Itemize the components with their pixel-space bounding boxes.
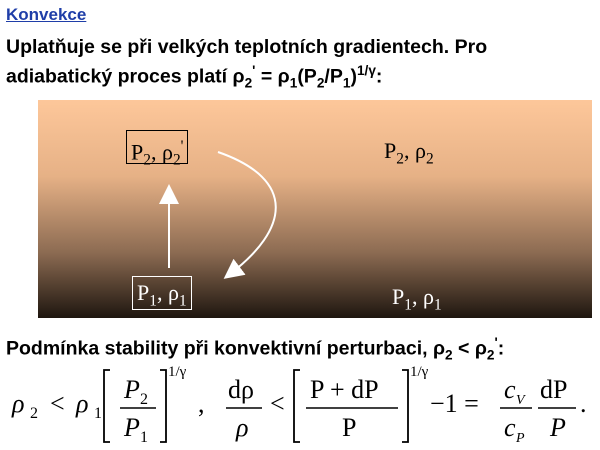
eq-P1-sub: 1 <box>140 429 148 446</box>
eq-bracket-left-2 <box>293 369 300 443</box>
eq-P-plus-dP: P + dP <box>310 375 379 404</box>
eq-bracket-right-1 <box>160 369 167 443</box>
downward-curved-arrow <box>217 151 277 279</box>
eq-drho: dρ <box>228 375 254 404</box>
ambient-bottom-label: P1, ρ1 <box>392 284 442 314</box>
eq-exponent-2: 1/γ <box>410 364 429 380</box>
intro-line-2: adiabatický proces platí ρ2' = ρ1(P2/P1)… <box>6 63 383 91</box>
eq-rho2-sub: 2 <box>30 405 38 422</box>
eq-minus-one: −1 = <box>430 389 479 418</box>
section-title: Konvekce <box>6 5 87 24</box>
eq-bracket-right-2 <box>402 369 409 443</box>
stability-condition: Podmínka stability při konvektivní pertu… <box>6 335 505 363</box>
eq-rho2: ρ <box>11 389 24 418</box>
parcel-bottom-box: P1, ρ1 <box>132 276 192 310</box>
eq-dP: dP <box>540 375 567 404</box>
eq-P1: P <box>123 413 140 442</box>
eq-P-den: P <box>342 413 356 442</box>
eq-period: . <box>580 389 587 418</box>
eq-P2-sub: 2 <box>140 391 148 408</box>
eq-P-den-2: P <box>549 413 566 442</box>
eq-rho-den: ρ <box>235 413 248 442</box>
eq-rho1-sub: 1 <box>94 405 102 422</box>
convection-diagram: P2, ρ2' P2, ρ2 P1, ρ1 P1, ρ1 <box>38 100 592 318</box>
parcel-top-box: P2, ρ2' <box>126 130 189 169</box>
eq-cP: c <box>504 413 516 442</box>
eq-P2: P <box>123 375 140 404</box>
eq-cP-sub: P <box>515 431 525 446</box>
eq-cV: c <box>504 375 516 404</box>
eq-exponent-1: 1/γ <box>168 364 187 380</box>
eq-rho1: ρ <box>75 389 88 418</box>
eq-cV-sub: V <box>516 393 526 408</box>
eq-lt-2: < <box>270 389 285 418</box>
eq-comma: , <box>198 389 205 418</box>
stability-equation: ρ 2 < ρ 1 P 2 P 1 1/γ , dρ ρ < P + dP P … <box>11 364 587 446</box>
intro-line-1: Uplatňuje se při velkých teplotních grad… <box>6 36 488 58</box>
eq-bracket-left-1 <box>103 369 110 443</box>
eq-lt-1: < <box>50 389 65 418</box>
ambient-top-label: P2, ρ2 <box>384 138 434 168</box>
arrows-layer <box>159 151 277 279</box>
